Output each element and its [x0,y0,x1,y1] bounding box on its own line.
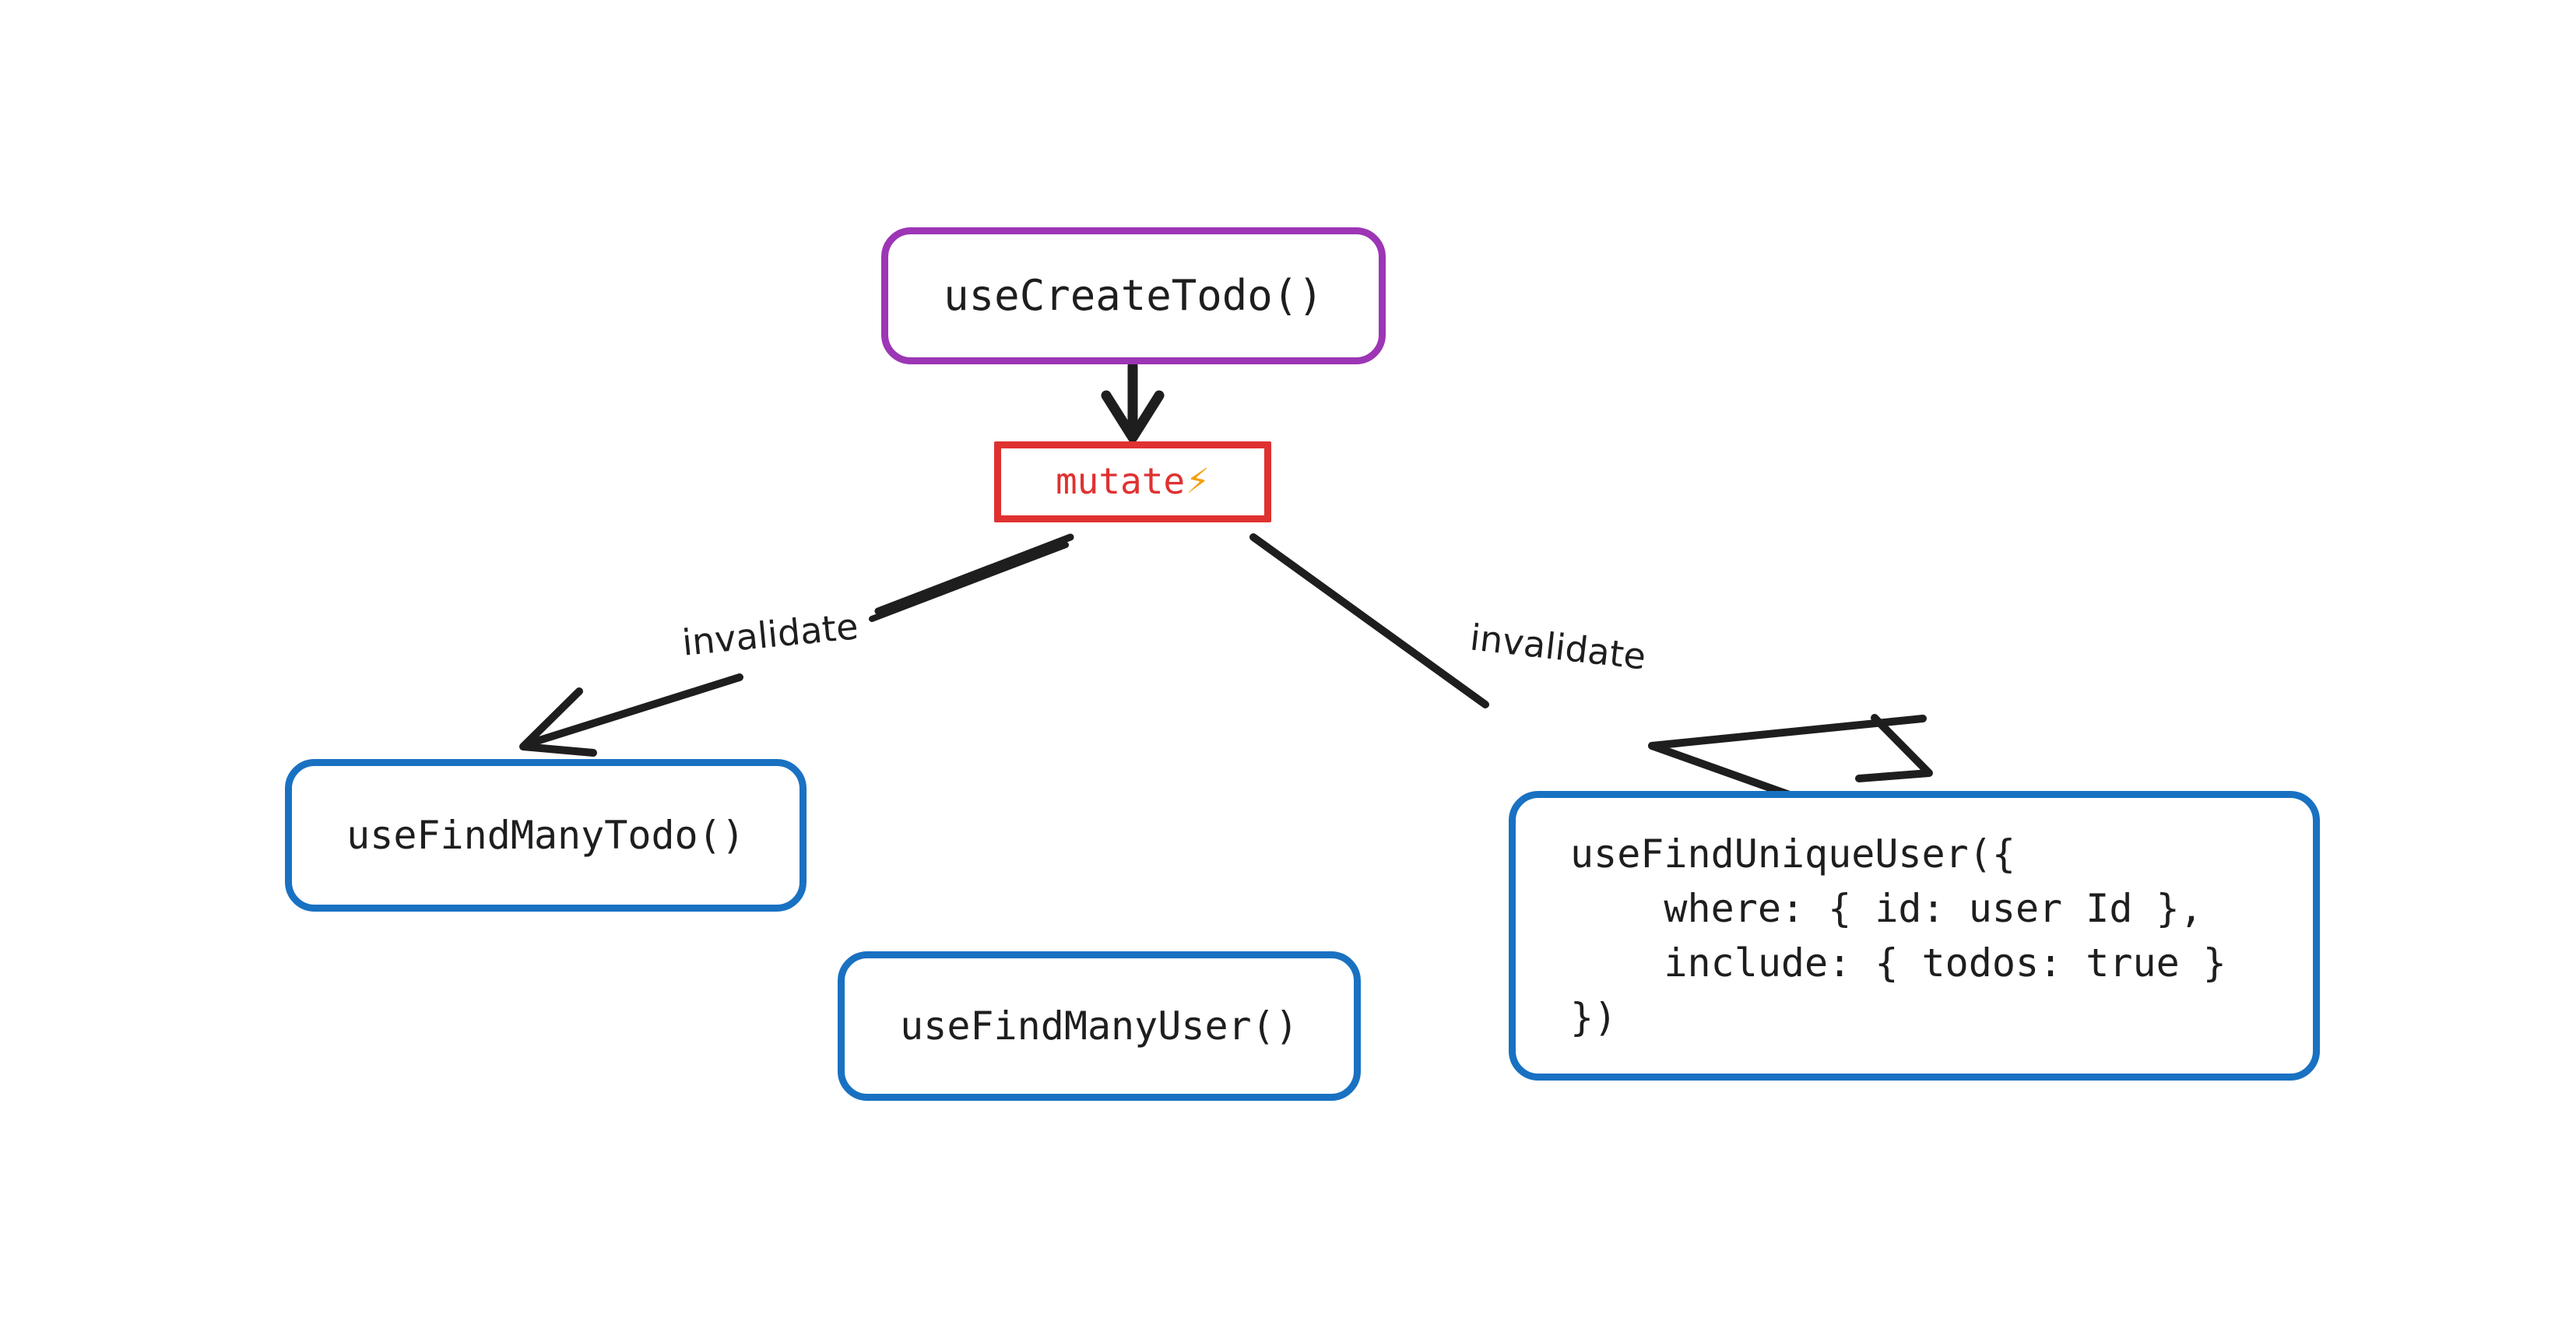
lightning-bolt-icon: ⚡ [1186,462,1211,501]
edge-label-invalidate-right: invalidate [1460,613,1657,680]
node-use-find-many-todo[interactable]: useFindManyTodo() [285,759,807,912]
node-use-find-unique-user[interactable]: useFindUniqueUser({ where: { id: user Id… [1509,791,2320,1081]
node-mutate[interactable]: mutate⚡ [994,441,1271,522]
node-label-use-find-many-todo: useFindManyTodo() [346,812,745,858]
node-label-mutate: mutate⚡ [1056,456,1210,507]
node-use-find-many-user[interactable]: useFindManyUser() [838,951,1361,1101]
node-use-create-todo[interactable]: useCreateTodo() [881,227,1386,364]
mutate-text: mutate [1055,460,1186,503]
node-label-use-find-many-user: useFindManyUser() [900,1003,1299,1049]
node-label-use-create-todo: useCreateTodo() [944,270,1323,320]
node-label-use-find-unique-user: useFindUniqueUser({ where: { id: user Id… [1570,831,2226,1040]
edge-label-invalidate-left: invalidate [672,603,868,666]
edge-create-todo-to-mutate [1101,360,1165,443]
